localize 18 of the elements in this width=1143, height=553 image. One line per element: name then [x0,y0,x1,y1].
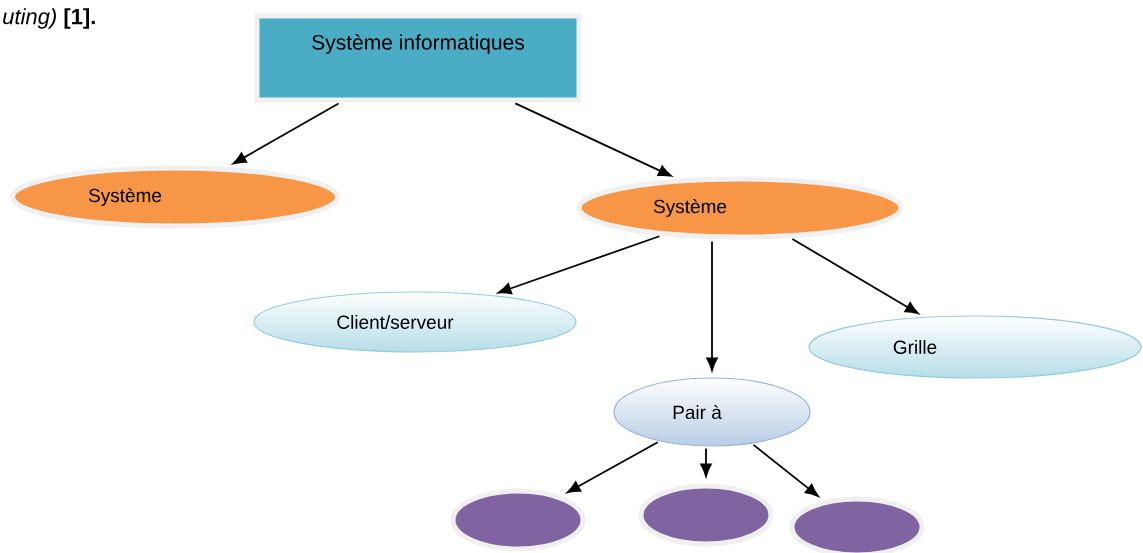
arrow [700,447,712,477]
ellipse-node [638,483,774,547]
ellipse-node: Client/serveur [253,291,577,353]
arrow [791,238,919,314]
arrow [566,441,659,494]
arrow [497,235,661,295]
ellipse-node: Grille [808,315,1142,379]
arrow [706,240,718,371]
arrow [752,443,819,497]
text-fragment: uting) [1]. [3,8,95,29]
title-box: Système informatiques [254,13,582,103]
arrow [514,102,672,177]
arrow [232,102,340,165]
ellipse-node: Pair à [613,377,811,447]
ellipse-node [450,488,586,552]
ellipse-node [789,496,925,553]
ellipse-node: Système [576,176,904,240]
ellipse-node: Système [10,165,340,229]
